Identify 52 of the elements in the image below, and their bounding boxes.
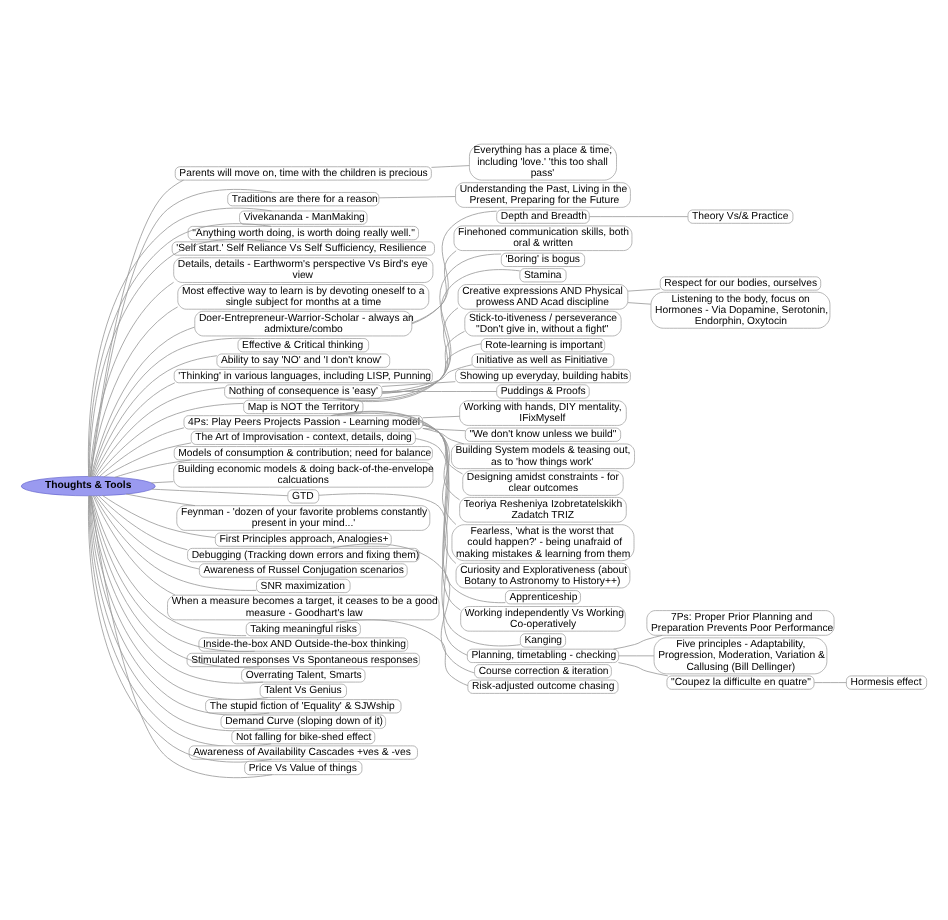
connector bbox=[613, 633, 663, 649]
connector bbox=[94, 494, 257, 590]
connector bbox=[89, 280, 174, 477]
connector bbox=[331, 410, 460, 500]
connector bbox=[151, 487, 288, 496]
connector bbox=[93, 381, 176, 476]
connector bbox=[103, 441, 192, 477]
connector bbox=[114, 458, 192, 477]
connector bbox=[102, 494, 216, 537]
connector bbox=[91, 494, 247, 636]
connector bbox=[618, 654, 655, 656]
connector bbox=[381, 363, 473, 392]
connector bbox=[627, 301, 652, 304]
connector bbox=[99, 426, 185, 476]
connector bbox=[336, 329, 465, 400]
connector bbox=[813, 681, 847, 682]
connector bbox=[381, 380, 456, 386]
connector bbox=[588, 215, 689, 217]
connector bbox=[381, 390, 497, 391]
connector bbox=[618, 661, 669, 676]
connector bbox=[90, 178, 184, 476]
connector bbox=[381, 252, 502, 393]
connector bbox=[332, 306, 459, 401]
connector bbox=[90, 325, 196, 477]
connector bbox=[330, 409, 457, 524]
connector bbox=[96, 401, 244, 476]
connector bbox=[95, 494, 200, 569]
connector bbox=[422, 423, 506, 603]
connector bbox=[627, 287, 661, 291]
connector bbox=[411, 249, 457, 323]
connector bbox=[422, 423, 461, 610]
connector bbox=[422, 427, 466, 431]
connector bbox=[150, 480, 174, 483]
connector bbox=[378, 195, 456, 198]
connector bbox=[411, 209, 498, 324]
connector bbox=[90, 305, 179, 477]
connector bbox=[94, 386, 225, 477]
connector bbox=[335, 618, 469, 686]
connector bbox=[97, 494, 188, 550]
connector bbox=[318, 492, 468, 655]
connector bbox=[431, 164, 470, 167]
connector bbox=[330, 542, 475, 673]
connector bbox=[92, 354, 218, 476]
connector bbox=[92, 494, 176, 595]
connector bbox=[91, 336, 255, 476]
connector bbox=[415, 437, 521, 646]
connector bbox=[381, 268, 521, 393]
connector bbox=[347, 342, 482, 399]
connector bbox=[336, 411, 463, 474]
connector bbox=[422, 426, 465, 444]
connector bbox=[422, 414, 460, 418]
connector bbox=[125, 492, 196, 506]
